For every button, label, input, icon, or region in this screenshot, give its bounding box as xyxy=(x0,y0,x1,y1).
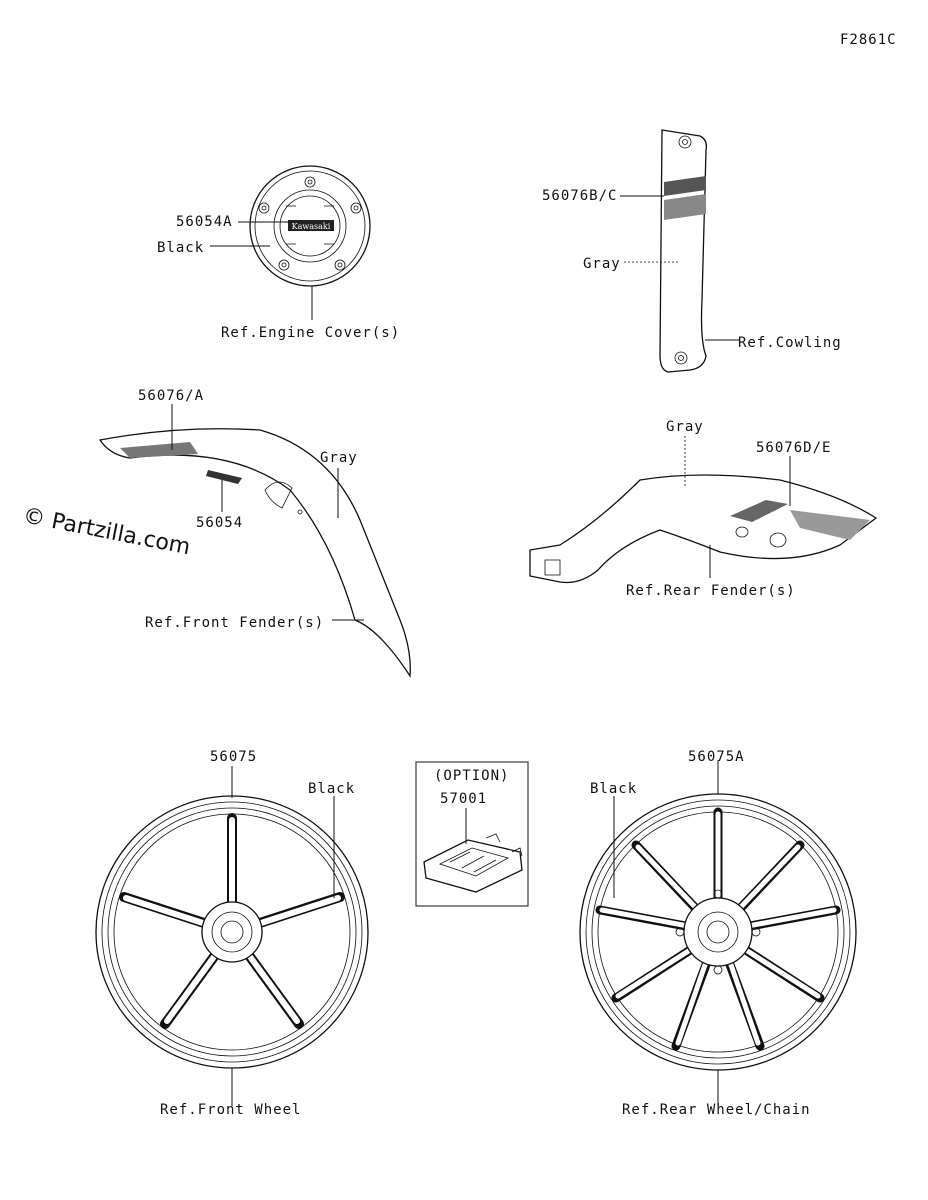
cowling-part: 56076B/C xyxy=(542,188,617,204)
rear-fender-color: Gray xyxy=(666,419,704,435)
emblem-text: Kawasaki xyxy=(292,222,331,231)
front-fender xyxy=(98,428,411,678)
engine-cover-color: Black xyxy=(157,240,204,256)
front-wheel-color: Black xyxy=(308,781,355,797)
cowling xyxy=(659,129,708,373)
option-label: (OPTION) xyxy=(434,768,509,784)
rear-wheel-ref: Ref.Rear Wheel/Chain xyxy=(622,1102,811,1118)
cowling-color: Gray xyxy=(583,256,621,272)
front-wheel xyxy=(95,795,369,1069)
rear-fender-part: 56076D/E xyxy=(756,440,831,456)
front-fender-part: 56076/A xyxy=(138,388,204,404)
rear-wheel-part: 56075A xyxy=(688,749,745,765)
rear-fender-ref: Ref.Rear Fender(s) xyxy=(626,583,796,599)
partzilla-watermark: © Partzilla.com xyxy=(21,503,192,560)
front-wheel-ref: Ref.Front Wheel xyxy=(160,1102,301,1118)
figure-code: F2861C xyxy=(840,32,897,48)
rear-wheel-color: Black xyxy=(590,781,637,797)
front-fender-color: Gray xyxy=(320,450,358,466)
front-fender-emblem-part: 56054 xyxy=(196,515,243,531)
option-part: 57001 xyxy=(440,791,487,807)
rear-wheel xyxy=(579,793,857,1071)
front-wheel-part: 56075 xyxy=(210,749,257,765)
cowling-ref: Ref.Cowling xyxy=(738,335,842,351)
engine-cover-part: 56054A xyxy=(176,214,233,230)
rear-fender xyxy=(529,474,878,584)
option-box xyxy=(415,761,529,907)
kawasaki-emblem xyxy=(288,220,334,231)
front-fender-ref: Ref.Front Fender(s) xyxy=(145,615,324,631)
engine-cover-ref: Ref.Engine Cover(s) xyxy=(221,325,400,341)
engine-cover: Kawasaki xyxy=(249,165,371,287)
